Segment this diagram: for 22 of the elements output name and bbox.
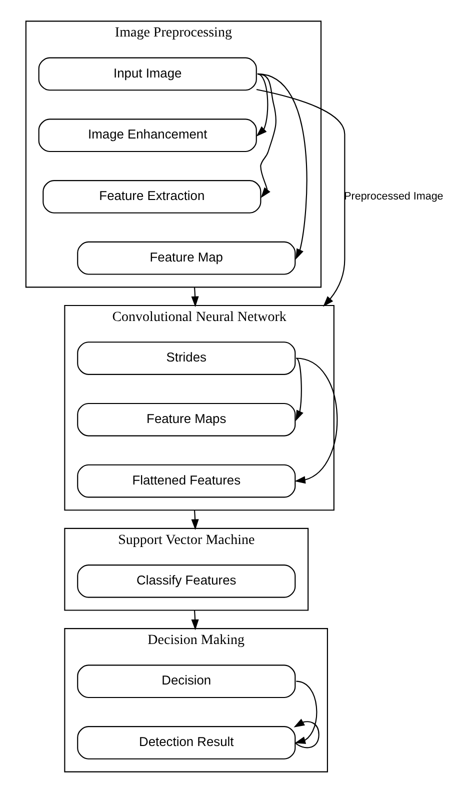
node-box: Decision (76, 664, 296, 698)
arrow (294, 358, 338, 484)
node-box: Feature Map (76, 241, 296, 275)
node-box: Detection Result (76, 726, 296, 760)
node-box: Input Image (38, 57, 256, 91)
arrow (256, 88, 345, 307)
arrow (293, 718, 319, 748)
node-box: Feature Maps (76, 402, 296, 436)
edge-label: Preprocessed Image (344, 190, 443, 202)
arrow (190, 610, 198, 630)
arrow (190, 510, 198, 530)
node-box: Flattened Features (76, 464, 296, 498)
arrow (256, 73, 307, 260)
arrow (256, 73, 276, 198)
arrow (294, 680, 317, 744)
node-box: Image Enhancement (38, 118, 256, 152)
arrow (256, 73, 268, 136)
arrow (295, 358, 303, 422)
node-box: Feature Extraction (42, 180, 261, 214)
node-box: Strides (76, 342, 296, 375)
arrow (190, 287, 198, 308)
node-box: Classify Features (76, 564, 296, 598)
